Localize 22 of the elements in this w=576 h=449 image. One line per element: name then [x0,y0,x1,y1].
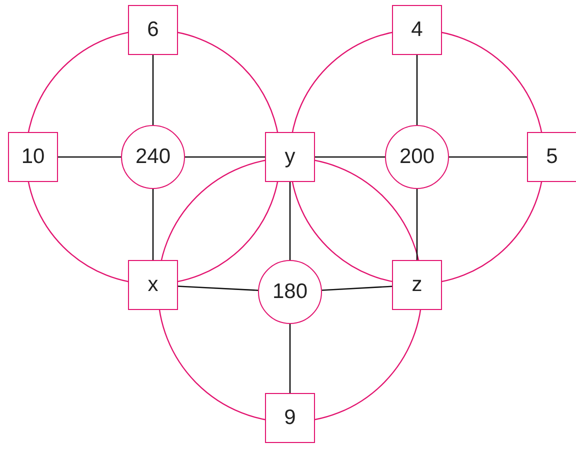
number-circle: 180 [258,260,322,324]
number-square: 5 [527,132,576,182]
number-square: y [265,132,315,182]
number-square: 4 [392,5,442,55]
number-square: 10 [8,132,58,182]
number-circle: 200 [385,125,449,189]
connector-line [449,156,527,158]
connector-line [289,324,291,393]
connector-line [152,189,154,260]
connector-line [185,156,265,158]
connector-line [322,286,392,291]
connector-line [416,55,418,125]
number-circle: 240 [121,125,185,189]
connector-line [152,55,154,125]
connector-line [58,156,121,158]
connector-line [416,189,418,260]
number-square: 6 [128,5,178,55]
number-square: z [392,260,442,310]
connector-line [315,156,385,158]
connector-line [178,286,258,292]
number-square: 9 [265,393,315,443]
number-square: x [128,260,178,310]
